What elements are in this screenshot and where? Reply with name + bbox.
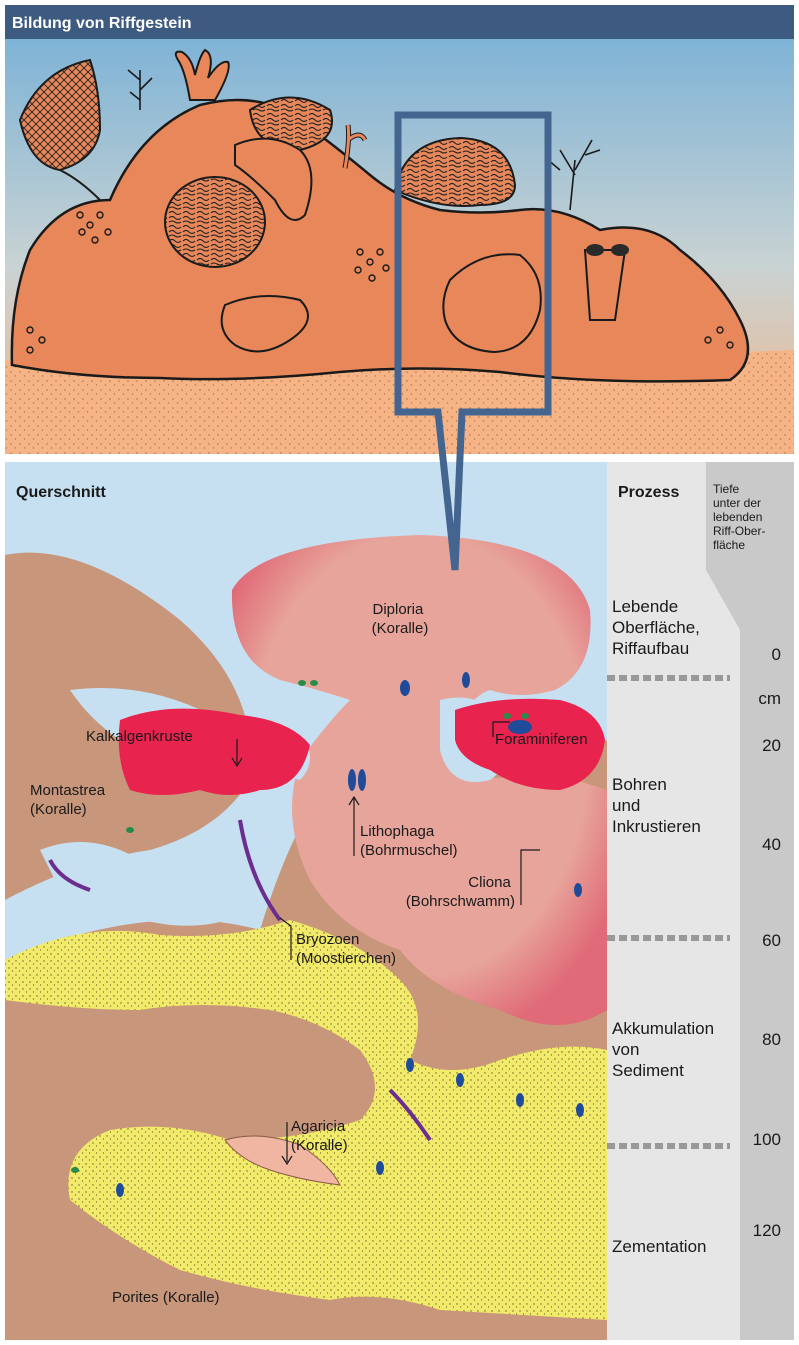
depth-unit: cm	[758, 689, 781, 708]
depth-tick-80: 80	[762, 1030, 781, 1049]
depth-tick-0: 0	[772, 645, 781, 664]
depth-tick-60: 60	[762, 931, 781, 950]
page-title: Bildung von Riffgestein	[12, 15, 192, 32]
label-foraminiferen: Foraminiferen	[495, 731, 588, 748]
depth-tick-120: 120	[753, 1221, 781, 1240]
label-porites: Porites (Koralle)	[112, 1289, 220, 1306]
process-header: Prozess	[618, 484, 679, 501]
depth-tick-40: 40	[762, 835, 781, 854]
section-title: Querschnitt	[16, 484, 106, 501]
depth-tick-100: 100	[753, 1130, 781, 1149]
label-kalkalgenkruste: Kalkalgenkruste	[86, 728, 193, 745]
depth-tick-20: 20	[762, 736, 781, 755]
process-label-zementation: Zementation	[612, 1237, 707, 1256]
